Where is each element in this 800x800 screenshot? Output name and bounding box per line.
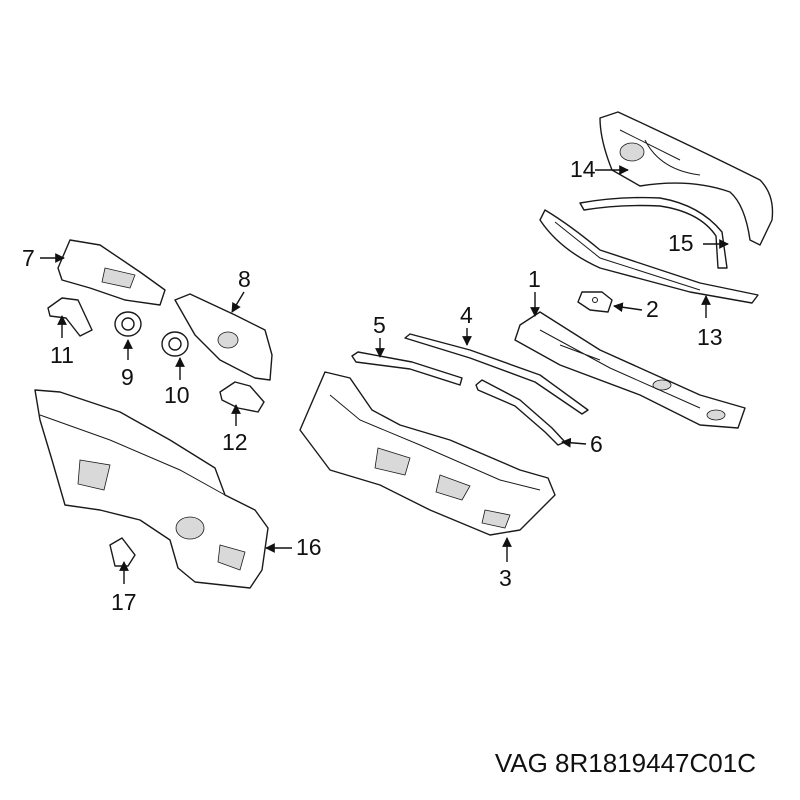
part-8-insulator	[174, 293, 273, 381]
label-12: 12	[222, 429, 248, 455]
label-4: 4	[460, 302, 473, 328]
label-14: 14	[570, 156, 596, 182]
part-9-grommet	[114, 311, 142, 337]
label-17: 17	[111, 589, 137, 615]
part-5-rail	[351, 351, 463, 386]
part-11-mount	[47, 297, 93, 337]
label-9: 9	[121, 364, 134, 390]
label-15: 15	[668, 230, 694, 256]
label-6: 6	[590, 431, 603, 457]
label-5: 5	[373, 312, 386, 338]
part-14-cowl-upper	[599, 111, 774, 246]
label-8: 8	[238, 266, 251, 292]
part-1-water-box	[514, 311, 746, 429]
leader-arrows	[40, 165, 729, 584]
label-16: 16	[296, 534, 322, 560]
label-11: 11	[50, 342, 74, 368]
label-7: 7	[22, 245, 35, 271]
label-13: 13	[697, 324, 723, 350]
part-10-grommet	[161, 331, 189, 357]
part-3-plenum	[299, 371, 556, 536]
part-13-trim	[539, 209, 759, 304]
part-16-bulkhead	[34, 389, 269, 589]
part-17-clip	[109, 537, 136, 567]
label-1: 1	[528, 266, 541, 292]
label-3: 3	[499, 565, 512, 591]
part-12-bracket	[219, 381, 265, 413]
part-15-seal	[579, 196, 728, 269]
part-number-caption: VAG 8R1819447C01C	[494, 748, 756, 778]
part-4-rail	[404, 333, 589, 415]
part-7-insulator	[57, 239, 166, 306]
label-2: 2	[646, 296, 659, 322]
part-2-bracket	[577, 291, 613, 313]
label-10: 10	[164, 382, 190, 408]
